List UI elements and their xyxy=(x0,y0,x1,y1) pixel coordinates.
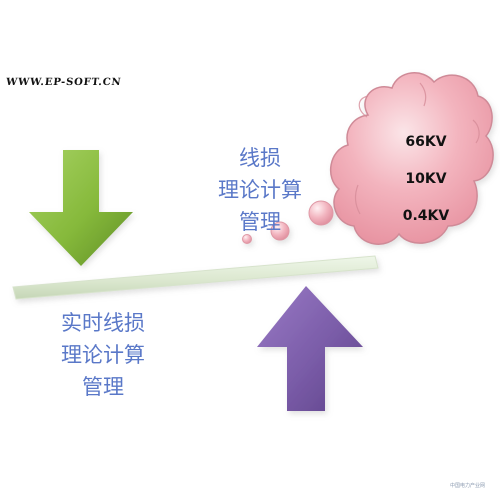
voltage-10kv: 10KV xyxy=(405,171,447,187)
top-label-line-3: 管理 xyxy=(239,210,281,234)
top-label-line-1: 线损 xyxy=(239,146,281,170)
green-arrow-shape xyxy=(29,150,133,266)
purple-arrow-shape xyxy=(257,286,363,411)
thought-bubbles xyxy=(242,200,334,244)
bottom-label-line-3: 管理 xyxy=(82,375,124,399)
voltage-66kv: 66KV xyxy=(405,134,447,150)
top-label-line-2: 理论计算 xyxy=(218,178,302,202)
bottom-label-line-1: 实时线损 xyxy=(61,311,145,335)
voltage-0-4kv: 0.4KV xyxy=(402,208,450,224)
top-label: 线损 理论计算 管理 xyxy=(205,142,315,238)
corner-watermark: 中国电力产业网 xyxy=(450,483,486,489)
cloud-shape xyxy=(329,72,494,245)
baseline-bar xyxy=(12,255,379,300)
bottom-label: 实时线损 理论计算 管理 xyxy=(48,307,158,403)
cloud-voltage-list: 66KV 10KV 0.4KV xyxy=(386,124,466,235)
bottom-label-line-2: 理论计算 xyxy=(61,343,145,367)
